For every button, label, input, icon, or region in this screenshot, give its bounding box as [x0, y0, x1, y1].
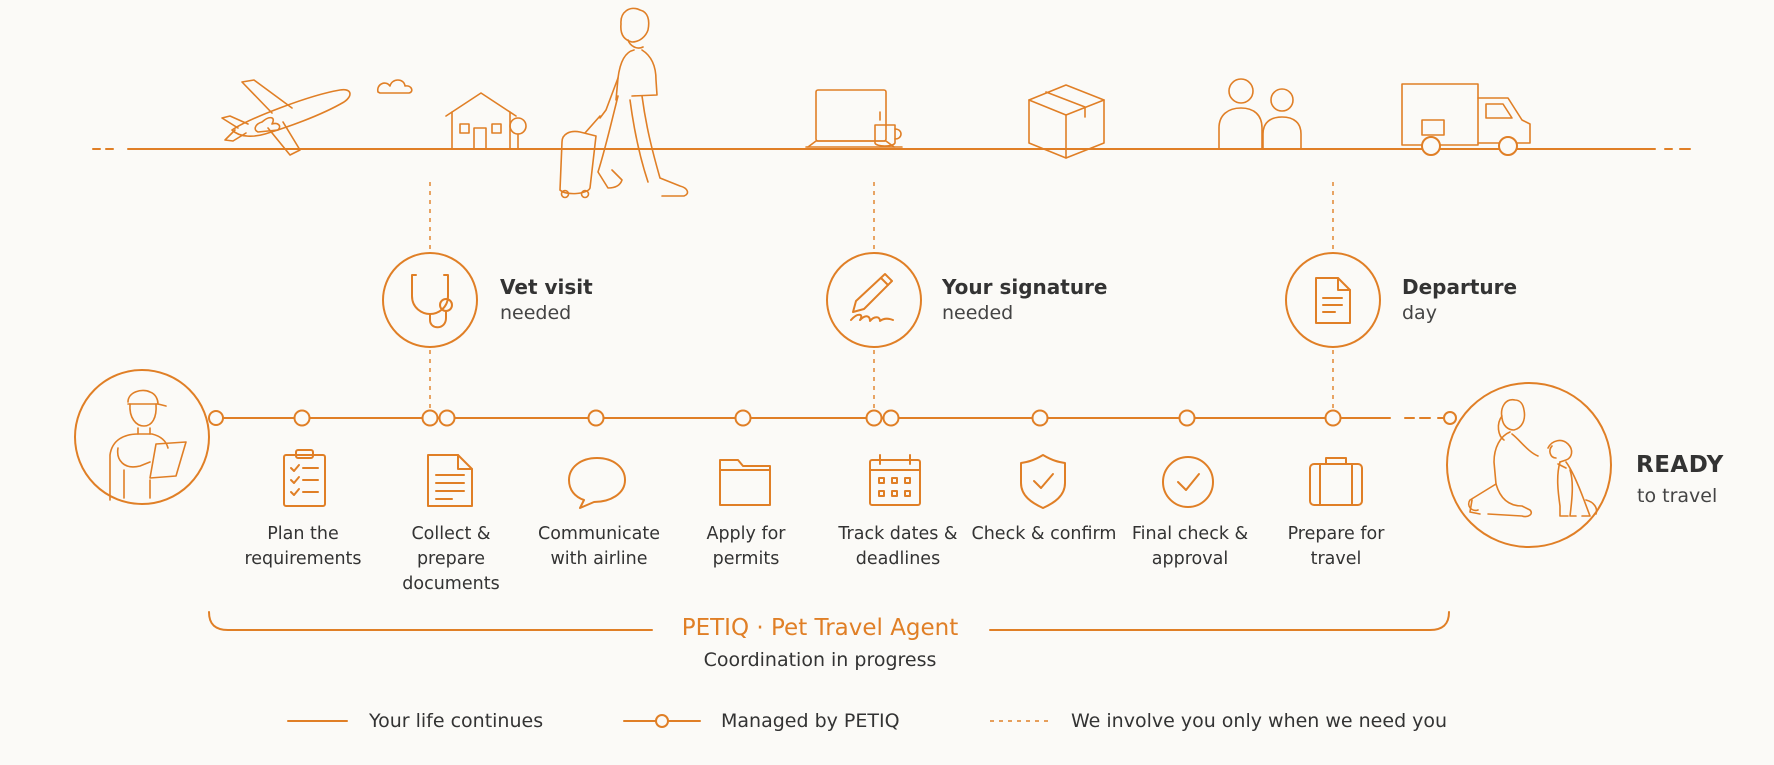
moving-truck-icon [1401, 83, 1531, 156]
agent-with-tablet-icon [109, 389, 187, 501]
folder-icon [719, 459, 771, 506]
ready-subtitle: to travel [1637, 485, 1718, 507]
cloud-icon [376, 79, 413, 94]
brand-title: PETIQ · Pet Travel Agent [681, 615, 959, 641]
step-label: Collect & prepare documents [402, 524, 500, 594]
step-label: Track dates & deadlines [838, 524, 958, 569]
people-icon [1218, 78, 1302, 150]
signature-title: Your signature [942, 275, 1108, 299]
departure-subtitle: day [1402, 302, 1437, 324]
speech-bubble-icon [568, 457, 626, 509]
house-icon [445, 92, 527, 150]
timeline-node [438, 409, 456, 427]
brand-status: Coordination in progress [703, 649, 937, 671]
legend-involve-label: We involve you only when we need you [1071, 710, 1448, 732]
check-circle-icon [1162, 456, 1214, 508]
person-with-dog-icon [1467, 398, 1598, 518]
legend-life-label: Your life continues [369, 710, 544, 732]
step-label: Communicate with airline [537, 524, 661, 569]
coordination-bracket [208, 611, 1450, 631]
laptop-icon [805, 89, 903, 148]
traveler-with-suitcase-icon [559, 7, 689, 199]
suitcase-icon [1309, 457, 1363, 506]
vet-visit-title: Vet visit [500, 275, 593, 299]
departure-title: Departure [1402, 275, 1518, 299]
airplane-icon [221, 79, 351, 156]
coffee-cup-icon [874, 111, 902, 147]
timeline-node [293, 409, 311, 427]
step-label: Plan the requirements [244, 524, 362, 569]
legend-node-line [623, 714, 701, 728]
pet-travel-agent-avatar [74, 369, 210, 505]
legend-managed-label: Managed by PETIQ [721, 710, 900, 732]
vet-visit-callout-circle [382, 252, 478, 348]
vet-visit-subtitle: needed [500, 302, 572, 324]
step-label: Final check & approval [1131, 524, 1249, 569]
timeline-node [1324, 409, 1342, 427]
calendar-icon [869, 454, 921, 506]
signature-callout-circle [826, 252, 922, 348]
timeline-node [587, 409, 605, 427]
ready-to-travel-avatar [1446, 382, 1612, 548]
timeline-node [208, 410, 224, 426]
ready-title: READY [1636, 452, 1724, 478]
timeline-node [1178, 409, 1196, 427]
departure-callout-circle [1285, 252, 1381, 348]
shield-check-icon [1020, 454, 1066, 509]
clipboard-checklist-icon [283, 449, 326, 507]
stethoscope-icon [411, 274, 453, 329]
timeline-node [1443, 411, 1457, 425]
step-label: Apply for permits [706, 524, 786, 569]
timeline-node [865, 409, 883, 427]
timeline-node [734, 409, 752, 427]
process-timeline [208, 409, 1457, 427]
timeline-node [421, 409, 439, 427]
involvement-connectors [429, 182, 1334, 410]
step-label: Prepare for travel [1287, 524, 1385, 569]
legend-symbols [287, 714, 1052, 728]
document-icon [1315, 277, 1351, 324]
timeline-node [1031, 409, 1049, 427]
timeline-node [882, 409, 900, 427]
step-label: Check & confirm [971, 524, 1117, 544]
package-box-icon [1028, 84, 1105, 159]
signature-pen-icon [850, 273, 894, 322]
signature-subtitle: needed [942, 302, 1014, 324]
document-icon [427, 454, 473, 507]
